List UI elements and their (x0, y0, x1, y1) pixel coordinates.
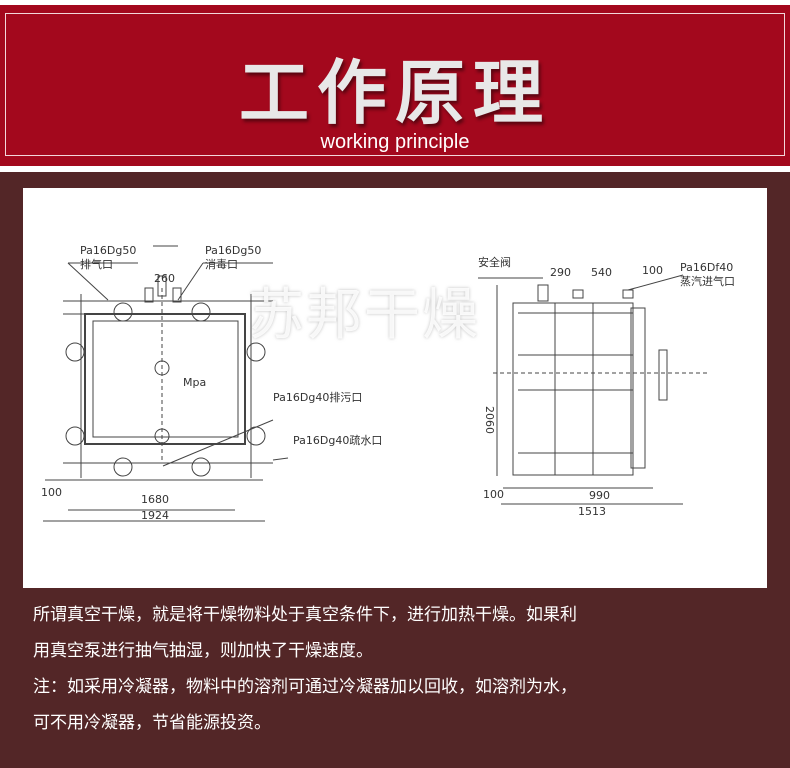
dim-1680: 1680 (141, 493, 169, 506)
page-subtitle: working principle (320, 131, 470, 153)
side-dim-100: 100 (483, 488, 504, 501)
disinfect-label: 消毒口 (205, 257, 238, 271)
safety-valve-label: 安全阀 (478, 255, 511, 269)
sewage-outlet-label: Pa16Dg40排污口 (273, 390, 362, 404)
drain-outlet-label: Pa16Dg40疏水口 (293, 433, 382, 447)
side-dim-100-top: 100 (642, 264, 663, 277)
front-dim-100: 100 (41, 486, 62, 499)
description-note: 注：如采用冷凝器，物料中的溶剂可通过冷凝器加以回收，如溶剂为水， (33, 677, 577, 697)
dim-990: 990 (589, 489, 610, 502)
page-title: 工作原理 (239, 51, 551, 134)
description: 所谓真空干燥，就是将干燥物料处于真空条件下，进行加热干燥。如果利 用真空泵进行抽… (33, 597, 773, 741)
dim-260: 260 (154, 272, 175, 285)
header-banner: 工作原理 working principle (0, 5, 790, 166)
exhaust-label: 排气口 (80, 257, 113, 271)
technical-drawing: Pa16Dg50 排气口 Pa16Dg50 消毒口 260 Mpa Pa16Dg… (41, 244, 735, 522)
steam-spec: Pa16Df40 (680, 261, 733, 274)
exhaust-spec: Pa16Dg50 (80, 244, 136, 257)
description-line: 用真空泵进行抽气抽湿，则加快了干燥速度。 (33, 641, 373, 661)
diagram-panel: Pa16Dg50 排气口 Pa16Dg50 消毒口 260 Mpa Pa16Dg… (23, 188, 767, 588)
gauge-label: Mpa (183, 376, 206, 389)
disinfect-spec: Pa16Dg50 (205, 244, 261, 257)
dim-540: 540 (591, 266, 612, 279)
description-note: 可不用冷凝器，节省能源投资。 (33, 713, 271, 733)
brand-watermark: 苏邦干燥 (248, 283, 480, 348)
header-frame (5, 13, 785, 156)
content-area: Pa16Dg50 排气口 Pa16Dg50 消毒口 260 Mpa Pa16Dg… (0, 172, 790, 768)
dim-2060: 2060 (483, 406, 496, 434)
dim-1513: 1513 (578, 505, 606, 518)
description-line: 所谓真空干燥，就是将干燥物料处于真空条件下，进行加热干燥。如果利 (33, 605, 577, 625)
steam-inlet-label: 蒸汽进气口 (680, 274, 735, 288)
front-view (43, 245, 289, 522)
dim-1924: 1924 (141, 509, 169, 522)
dim-290: 290 (550, 266, 571, 279)
side-view (478, 274, 708, 505)
